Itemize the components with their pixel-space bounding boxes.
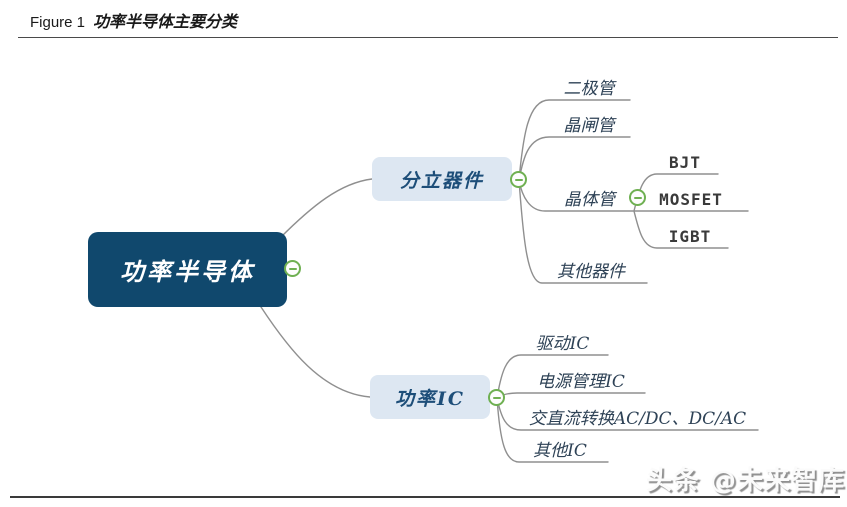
collapse-minus-icon-discrete[interactable] (510, 171, 527, 188)
minus-bar (514, 178, 523, 181)
leaf-topic-diode[interactable]: 二极管 (563, 79, 615, 99)
figure-number-label: Figure 1 (30, 14, 86, 31)
figure-title: 功率半导体主要分类 (93, 12, 238, 31)
collapse-minus-icon-power-ic[interactable] (488, 389, 505, 406)
branch-topic-discrete-devices[interactable]: 分立器件 (372, 157, 512, 201)
minus-bar (633, 196, 642, 199)
root-topic-power-semiconductor[interactable]: 功率半导体 (88, 232, 287, 307)
leaf-topic-thyristor[interactable]: 晶闸管 (563, 116, 615, 136)
minus-bar (288, 267, 297, 270)
caption-divider-line (18, 37, 838, 38)
figure-caption: Figure 1 功率半导体主要分类 (30, 8, 237, 32)
leaf-topic-power-mgmt-ic[interactable]: 电源管理IC (537, 372, 625, 392)
collapse-minus-icon-transistor[interactable] (629, 189, 646, 206)
toutiao-watermark: 头条 @未来智库 (645, 466, 845, 496)
leaf-topic-igbt[interactable]: IGBT (668, 227, 712, 246)
footer-divider-line (10, 496, 840, 498)
leaf-topic-mosfet[interactable]: MOSFET (659, 190, 723, 209)
leaf-topic-transistor[interactable]: 晶体管 (564, 190, 615, 210)
leaf-topic-other-ic[interactable]: 其他IC (533, 441, 587, 461)
minus-bar (492, 396, 501, 399)
leaf-topic-bjt[interactable]: BJT (669, 153, 701, 172)
leaf-topic-driver-ic[interactable]: 驱动IC (535, 334, 590, 354)
collapse-minus-icon-root[interactable] (284, 260, 301, 277)
leaf-topic-ac-dc-conversion[interactable]: 交直流转换AC/DC、DC/AC (528, 409, 747, 429)
leaf-topic-other-devices[interactable]: 其他器件 (557, 262, 625, 282)
branch-topic-power-ic[interactable]: 功率IC (370, 375, 490, 419)
